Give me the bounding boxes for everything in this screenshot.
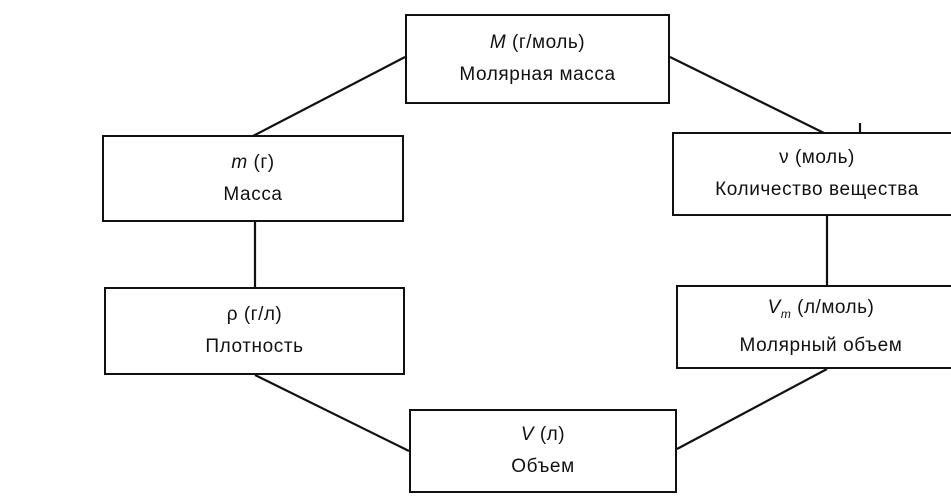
- node-symbol: V: [767, 297, 781, 319]
- node-mass: m (г) Масса: [102, 135, 404, 222]
- node-symbol: M: [489, 32, 507, 53]
- node-symbol-line: V (л): [521, 423, 565, 447]
- node-molar-volume: Vm (л/моль) Молярный объем: [676, 285, 951, 369]
- node-unit: (г): [253, 151, 275, 173]
- node-unit: (л): [539, 424, 566, 445]
- node-symbol: ρ: [226, 304, 239, 325]
- node-unit: (л/моль): [797, 297, 875, 319]
- edge-molar-mass-to-amount: [669, 56, 825, 134]
- edge-molar-volume-to-volume: [676, 368, 828, 450]
- node-symbol-line: ρ (г/л): [227, 303, 283, 327]
- node-name: Количество вещества: [715, 179, 919, 200]
- node-unit: (г/л): [243, 304, 283, 325]
- node-symbol-line: ν (моль): [779, 146, 855, 170]
- node-amount-of-substance: ν (моль) Количество вещества: [672, 132, 951, 216]
- node-symbol: m: [231, 151, 248, 173]
- node-symbol-line: M (г/моль): [490, 31, 585, 55]
- node-name: Объем: [511, 456, 575, 477]
- node-symbol-subscript: m: [780, 306, 792, 321]
- node-name: Масса: [223, 183, 283, 205]
- edge-density-to-volume: [254, 374, 410, 452]
- node-symbol: V: [520, 424, 535, 445]
- node-density: ρ (г/л) Плотность: [104, 287, 405, 375]
- node-name: Молярный объем: [739, 334, 903, 356]
- node-symbol-line: m (г): [231, 151, 274, 175]
- node-volume: V (л) Объем: [409, 409, 677, 493]
- node-unit: (моль): [794, 147, 855, 168]
- edge-molar-mass-to-mass: [252, 56, 406, 137]
- node-symbol-line: Vm (л/моль): [768, 296, 875, 326]
- node-name: Молярная масса: [459, 64, 616, 85]
- node-name: Плотность: [205, 336, 304, 357]
- node-molar-mass: M (г/моль) Молярная масса: [405, 14, 670, 104]
- node-symbol: ν: [779, 147, 790, 168]
- node-unit: (г/моль): [512, 32, 586, 53]
